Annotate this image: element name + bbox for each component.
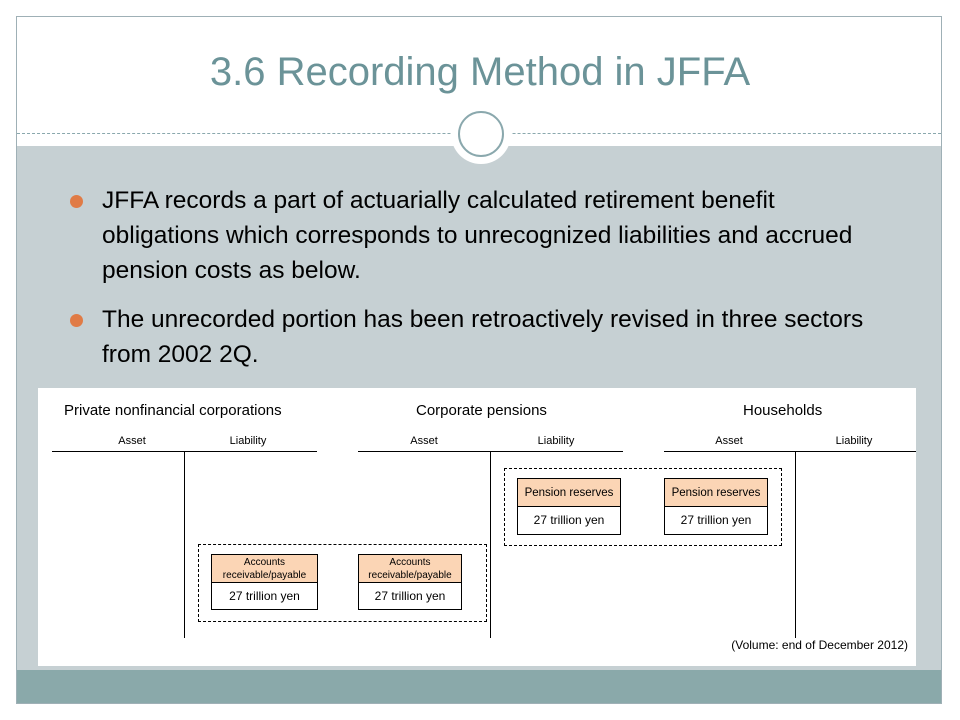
item-head: Pension reserves — [665, 479, 767, 507]
sector-title-corporations: Private nonfinancial corporations — [64, 402, 282, 419]
volume-note: (Volume: end of December 2012) — [731, 638, 908, 652]
pension-reserves-group — [504, 468, 782, 546]
asset-label: Asset — [410, 435, 438, 447]
footer-bar — [17, 670, 941, 703]
bullet-list: JFFA records a part of actuarially calcu… — [66, 183, 886, 386]
item-head: Accounts receivable/payable — [359, 555, 461, 583]
t-account-divider — [795, 451, 796, 638]
item-head: Accounts receivable/payable — [212, 555, 317, 583]
balance-sheet-diagram: Private nonfinancial corporations Asset … — [38, 388, 916, 666]
sector-title-pensions: Corporate pensions — [416, 402, 547, 419]
bullet-text: JFFA records a part of actuarially calcu… — [102, 187, 853, 284]
bullet-item: The unrecorded portion has been retroact… — [66, 302, 886, 372]
pension-reserves-liability-box: Pension reserves 27 trillion yen — [517, 478, 621, 535]
circle-ornament-icon — [458, 111, 504, 157]
slide-title: 3.6 Recording Method in JFFA — [209, 50, 751, 94]
bullet-text: The unrecorded portion has been retroact… — [102, 306, 864, 368]
liability-label: Liability — [537, 435, 575, 447]
item-head: Pension reserves — [518, 479, 620, 507]
item-value: 27 trillion yen — [374, 589, 446, 603]
liability-label: Liability — [229, 435, 267, 447]
bullet-item: JFFA records a part of actuarially calcu… — [66, 183, 886, 288]
item-value: 27 trillion yen — [680, 513, 752, 527]
bullet-dot-icon — [70, 195, 83, 208]
pension-reserves-asset-box: Pension reserves 27 trillion yen — [664, 478, 768, 535]
item-value: 27 trillion yen — [533, 513, 605, 527]
accounts-receivable-box: Accounts receivable/payable 27 trillion … — [358, 554, 462, 610]
item-value: 27 trillion yen — [229, 589, 300, 603]
sector-title-households: Households — [743, 402, 823, 419]
liability-label: Liability — [835, 435, 873, 447]
accounts-payable-box: Accounts receivable/payable 27 trillion … — [211, 554, 318, 610]
t-account-rule — [664, 451, 916, 452]
asset-label: Asset — [118, 435, 146, 447]
t-account-divider — [490, 451, 491, 638]
bullet-dot-icon — [70, 314, 83, 327]
t-account-divider — [184, 451, 185, 638]
receivable-payable-group — [198, 544, 487, 622]
asset-label: Asset — [715, 435, 743, 447]
